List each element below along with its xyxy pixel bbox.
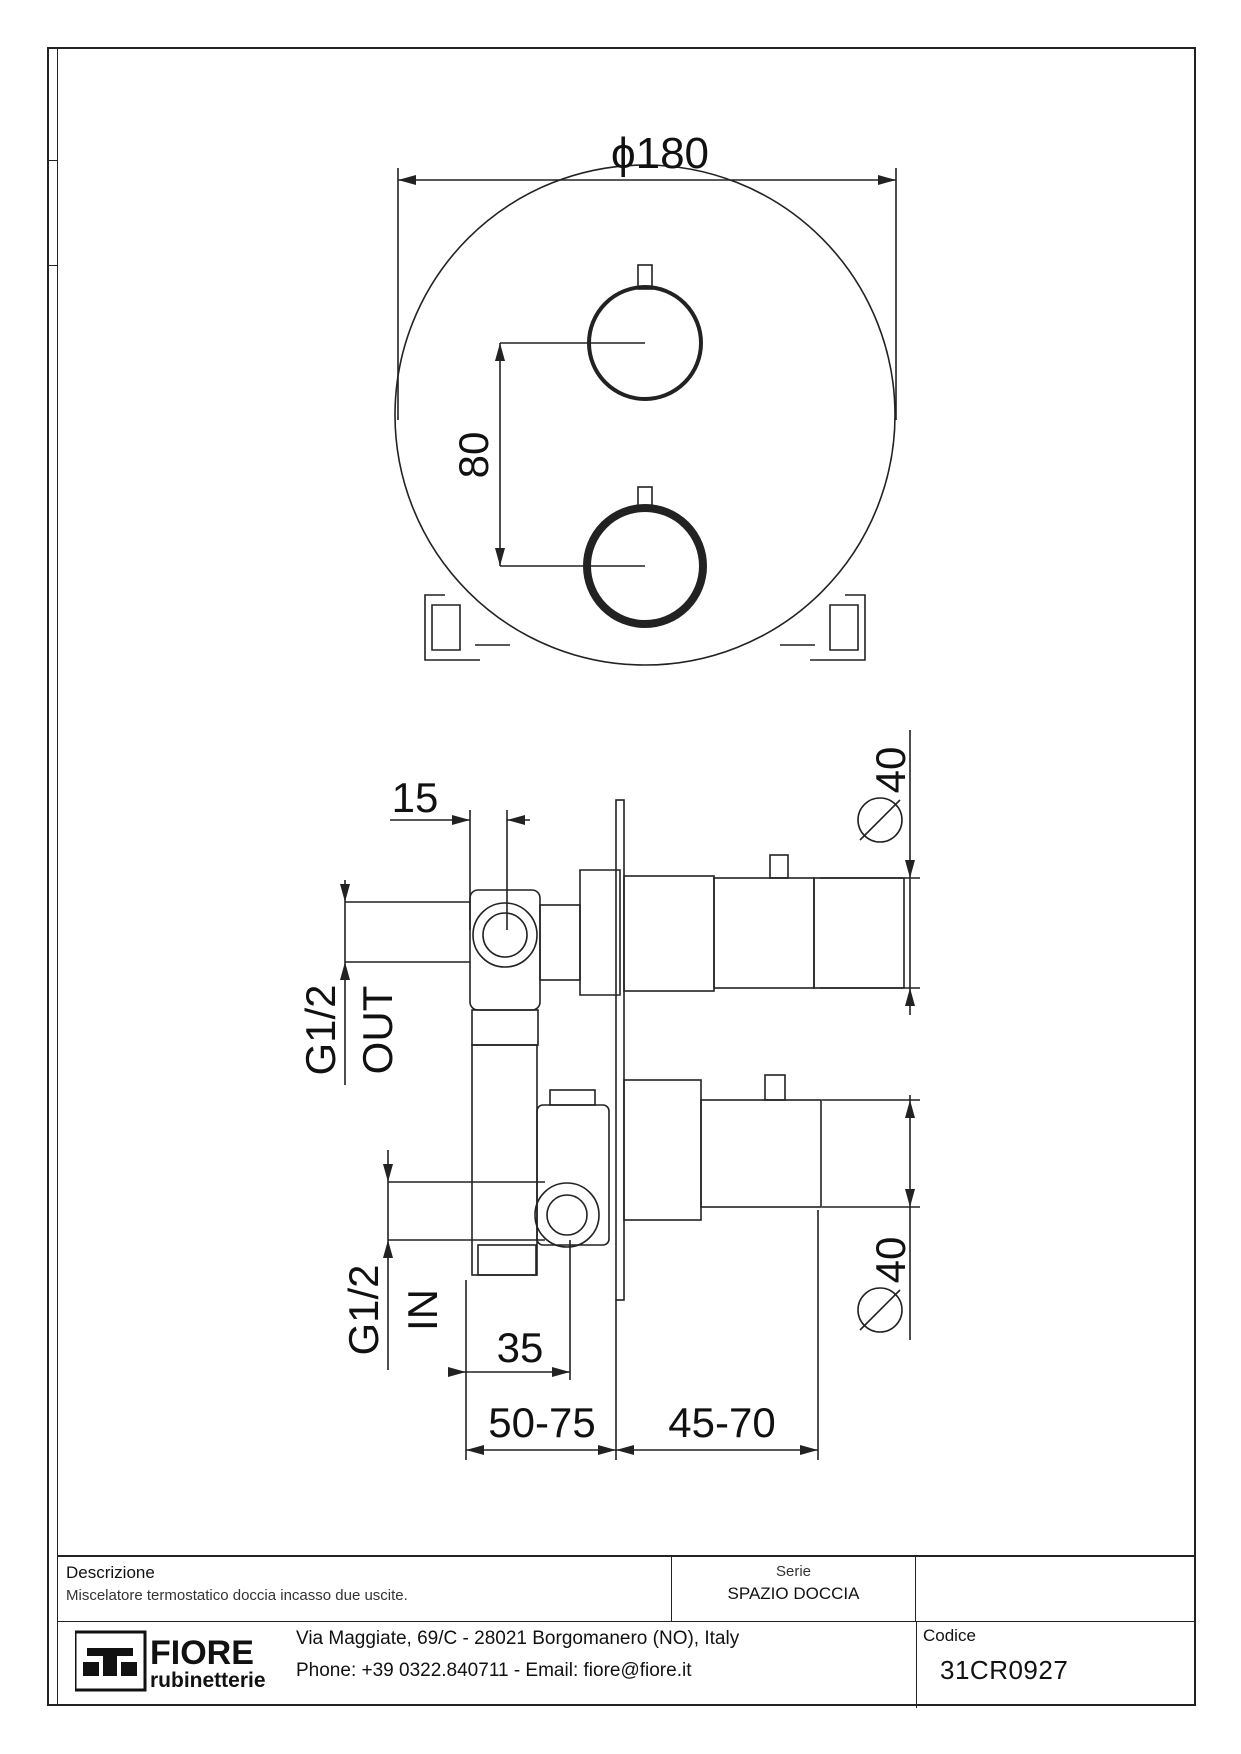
label-out: OUT [354,986,401,1075]
faceplate-circle [394,164,896,666]
brand-sub: rubinetterie [150,1669,266,1692]
company-contact: Phone: +39 0322.840711 - Email: fiore@fi… [296,1660,692,1681]
binding-margin [47,47,58,1706]
dim-knob-diameter-top: 40 [867,747,914,794]
descrizione-label: Descrizione [66,1563,155,1582]
serie-cell: Serie SPAZIO DOCCIA [672,1557,916,1622]
dim-inlet-offset: 35 [497,1324,544,1371]
dim-diameter: ϕ180 [611,129,709,178]
dim-body-depth: 50-75 [488,1399,595,1446]
company-address: Via Maggiate, 69/C - 28021 Borgomanero (… [296,1628,740,1649]
label-in-size: G1/2 [340,1264,387,1355]
label-out-size: G1/2 [297,984,344,1075]
empty-cell [916,1557,1196,1622]
dim-knob-diameter-bottom: 40 [867,1237,914,1284]
descrizione-cell: Descrizione Miscelatore termostatico doc… [58,1557,672,1622]
dim-handle-spacing: 80 [450,432,497,479]
serie-value: SPAZIO DOCCIA [727,1584,860,1603]
dim-outlet-offset: 15 [392,774,439,821]
descrizione-value: Miscelatore termostatico doccia incasso … [66,1587,408,1604]
label-in: IN [399,1289,446,1331]
dim-projection: 45-70 [668,1399,775,1446]
fiore-logo: FIORE rubinetterie [73,1630,275,1692]
title-block: Descrizione Miscelatore termostatico doc… [58,1555,1196,1708]
product-code: 31CR0927 [940,1655,1069,1685]
margin-tick [47,265,58,266]
codice-cell: Codice [916,1622,1196,1708]
brand-name: FIORE [150,1634,254,1672]
margin-tick [47,160,58,161]
codice-label: Codice [923,1626,976,1645]
serie-label: Serie [775,1563,812,1580]
drawing-frame [47,47,1196,1706]
